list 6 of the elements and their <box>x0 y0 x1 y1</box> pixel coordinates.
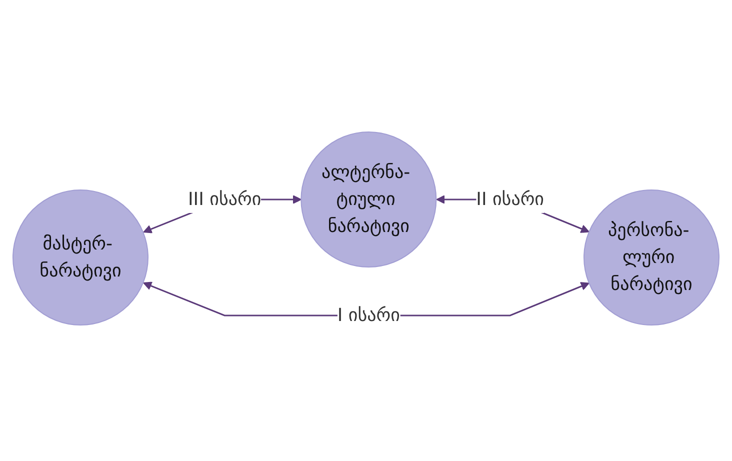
node-circle: მასტერ- ნარატივი <box>12 190 148 326</box>
edge-label: III ისარი <box>188 189 262 210</box>
edge-label: II ისარი <box>476 189 544 210</box>
node-circle: პერსონა- ლური ნარატივი <box>584 190 720 326</box>
edge-label: I ისარი <box>337 305 400 326</box>
node-circle: ალტერნა- ტიული ნარატივი <box>300 132 437 268</box>
